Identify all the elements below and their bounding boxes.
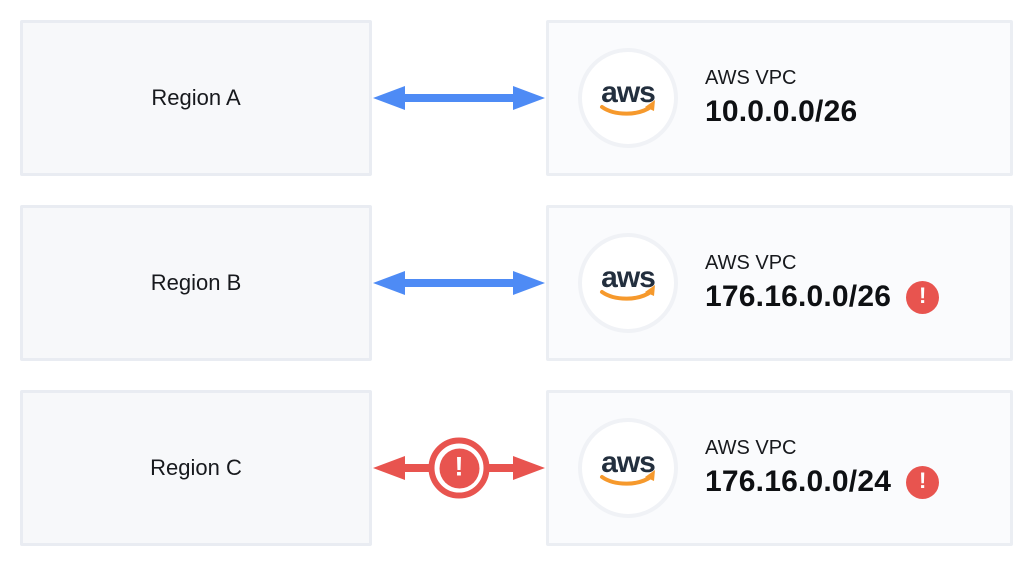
vpc-cidr: 176.16.0.0/26 xyxy=(705,280,892,313)
cidr-warning-icon: ! xyxy=(906,465,940,499)
vpc-cidr: 176.16.0.0/24 xyxy=(705,465,892,498)
vpc-info: AWS VPC 176.16.0.0/24 ! xyxy=(705,437,940,499)
region-box: Region B xyxy=(20,205,372,361)
vpc-title: AWS VPC xyxy=(705,67,797,89)
vpc-title: AWS VPC xyxy=(705,437,797,459)
peering-row: Region A ! aws AWS xyxy=(20,20,1013,176)
vpc-title: AWS VPC xyxy=(705,252,797,274)
svg-text:aws: aws xyxy=(601,446,655,479)
region-box: Region C xyxy=(20,390,372,546)
vpc-cidr: 10.0.0.0/26 xyxy=(705,95,858,128)
warning-icon: ! xyxy=(439,448,479,488)
peering-row: Region B ! aws AWS xyxy=(20,205,1013,361)
svg-text:aws: aws xyxy=(601,261,655,294)
aws-logo-icon: aws xyxy=(600,446,656,486)
peering-link: ! xyxy=(372,205,546,361)
vpc-card: aws AWS VPC 10.0.0.0/26 ! xyxy=(546,20,1013,176)
vpc-info: AWS VPC 176.16.0.0/26 ! xyxy=(705,252,940,314)
double-arrow-icon xyxy=(373,86,545,110)
double-arrow-icon xyxy=(373,271,545,295)
region-box: Region A xyxy=(20,20,372,176)
region-label: Region A xyxy=(151,85,241,110)
vpc-info: AWS VPC 10.0.0.0/26 ! xyxy=(705,67,857,129)
cidr-warning-icon: ! xyxy=(906,280,940,314)
aws-logo-icon: aws xyxy=(600,261,656,301)
link-warning-badge: ! xyxy=(428,437,490,499)
peering-link: ! xyxy=(372,20,546,176)
peering-row: Region C ! aws AWS xyxy=(20,390,1013,546)
aws-logo-icon: aws xyxy=(600,76,656,116)
aws-logo-circle: aws xyxy=(578,418,678,518)
vpc-card: aws AWS VPC 176.16.0.0/24 ! xyxy=(546,390,1013,546)
aws-logo-circle: aws xyxy=(578,48,678,148)
region-label: Region C xyxy=(150,455,242,480)
aws-logo-circle: aws xyxy=(578,233,678,333)
region-label: Region B xyxy=(150,270,242,295)
peering-link: ! xyxy=(372,390,546,546)
vpc-card: aws AWS VPC 176.16.0.0/26 ! xyxy=(546,205,1013,361)
svg-text:aws: aws xyxy=(601,76,655,109)
